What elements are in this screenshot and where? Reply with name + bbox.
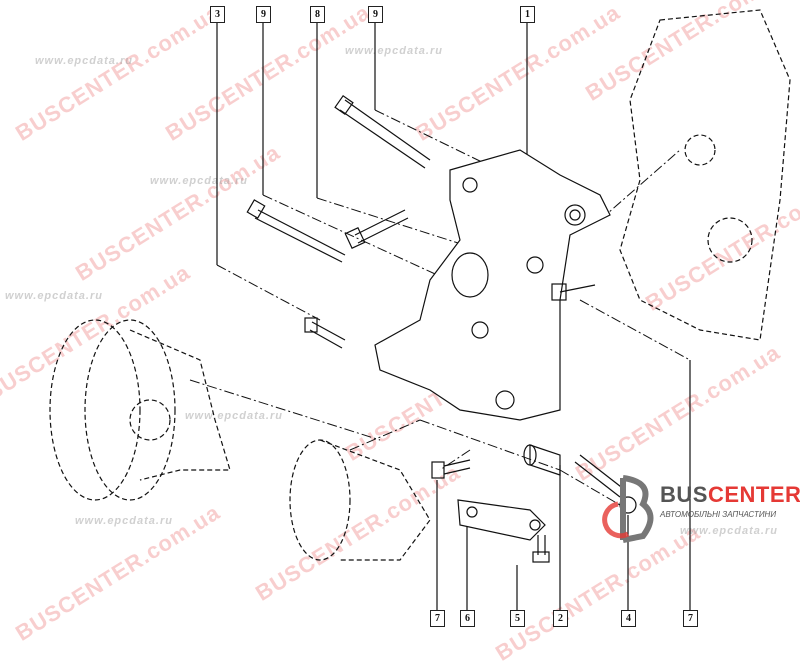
watermark-site: www.epcdata.ru xyxy=(35,55,133,67)
watermark-site: www.epcdata.ru xyxy=(5,290,103,302)
buscenter-logo: BUSCENTER АВТОМОБІЛЬНІ ЗАПЧАСТИНИ xyxy=(598,474,800,544)
watermark-site: www.epcdata.ru xyxy=(150,175,248,187)
watermark-site: www.epcdata.ru xyxy=(185,410,283,422)
callout-3[interactable]: 3 xyxy=(210,6,225,23)
callout-7[interactable]: 7 xyxy=(683,610,698,627)
callout-9[interactable]: 9 xyxy=(368,6,383,23)
watermark-site: www.epcdata.ru xyxy=(345,45,443,57)
logo-subtitle: АВТОМОБІЛЬНІ ЗАПЧАСТИНИ xyxy=(660,510,777,519)
callout-7[interactable]: 7 xyxy=(430,610,445,627)
callout-1[interactable]: 1 xyxy=(520,6,535,23)
logo-title: BUSCENTER xyxy=(660,482,800,507)
watermark-site: www.epcdata.ru xyxy=(680,525,778,537)
callout-4[interactable]: 4 xyxy=(621,610,636,627)
callout-2[interactable]: 2 xyxy=(553,610,568,627)
callout-5[interactable]: 5 xyxy=(510,610,525,627)
callout-6[interactable]: 6 xyxy=(460,610,475,627)
watermark-site: www.epcdata.ru xyxy=(75,515,173,527)
callout-8[interactable]: 8 xyxy=(310,6,325,23)
logo-b-icon xyxy=(602,475,654,543)
callout-9[interactable]: 9 xyxy=(256,6,271,23)
